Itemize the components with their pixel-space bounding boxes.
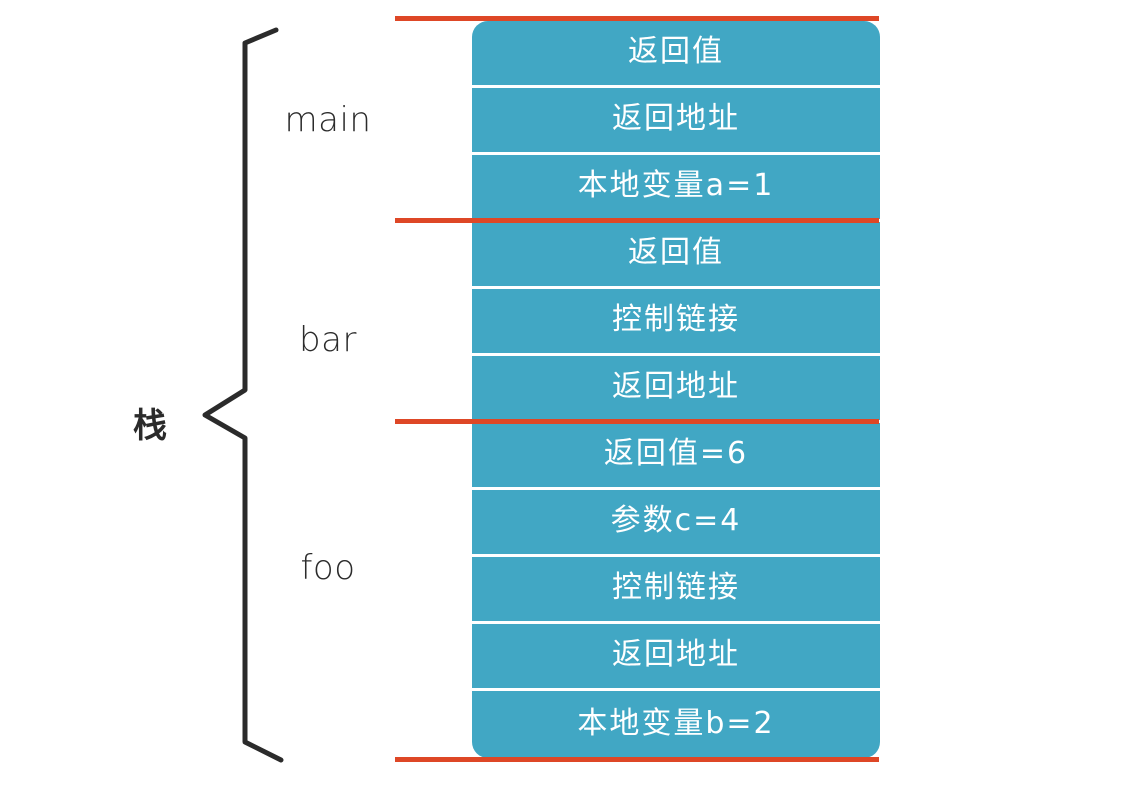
stack-slot-bar-control-link[interactable]: 控制链接: [472, 289, 880, 353]
stack-slot-main-local-a[interactable]: 本地变量a=1: [472, 155, 880, 219]
stack-slot-label: 控制链接: [612, 302, 740, 337]
stack-slot-label: 返回地址: [612, 101, 740, 136]
frame-label-bar: bar: [299, 320, 357, 360]
stack-slot-bar-return-address[interactable]: 返回地址: [472, 356, 880, 420]
stack-slot-label: 返回值: [628, 235, 724, 270]
stack-slot-label: 本地变量b=2: [577, 705, 775, 741]
stack-slot-label: 参数c=4: [610, 503, 742, 538]
stack-slot-foo-control-link[interactable]: 控制链接: [472, 557, 880, 621]
stack-slot-label: 返回值: [628, 34, 724, 69]
stack-slot-foo-local-b[interactable]: 本地变量b=2: [472, 691, 880, 758]
stack-slot-foo-return-address[interactable]: 返回地址: [472, 624, 880, 688]
frame-boundary-bar-foo: [395, 419, 879, 424]
stack-column: 返回值 返回地址 本地变量a=1 返回值 控制链接 返回地址 返回值=6 参数c…: [472, 21, 880, 758]
frame-boundary-main-bar: [395, 218, 879, 223]
stack-slot-label: 控制链接: [612, 570, 740, 605]
stack-slot-bar-return-value[interactable]: 返回值: [472, 222, 880, 286]
frame-boundary-top-main: [395, 16, 879, 21]
stack-slot-label: 返回地址: [612, 369, 740, 404]
stack-slot-main-return-value[interactable]: 返回值: [472, 21, 880, 85]
frame-label-main: main: [284, 100, 372, 140]
stack-slot-label: 返回地址: [612, 637, 740, 672]
frame-label-foo: foo: [300, 548, 356, 588]
stack-slot-label: 本地变量a=1: [577, 168, 775, 203]
stack-slot-foo-return-value[interactable]: 返回值=6: [472, 423, 880, 487]
stack-slot-main-return-address[interactable]: 返回地址: [472, 88, 880, 152]
stack-slot-foo-param-c[interactable]: 参数c=4: [472, 490, 880, 554]
frame-boundary-bottom-foo: [395, 757, 879, 762]
stack-title-label: 栈: [133, 406, 167, 446]
stack-slot-label: 返回值=6: [603, 436, 749, 471]
